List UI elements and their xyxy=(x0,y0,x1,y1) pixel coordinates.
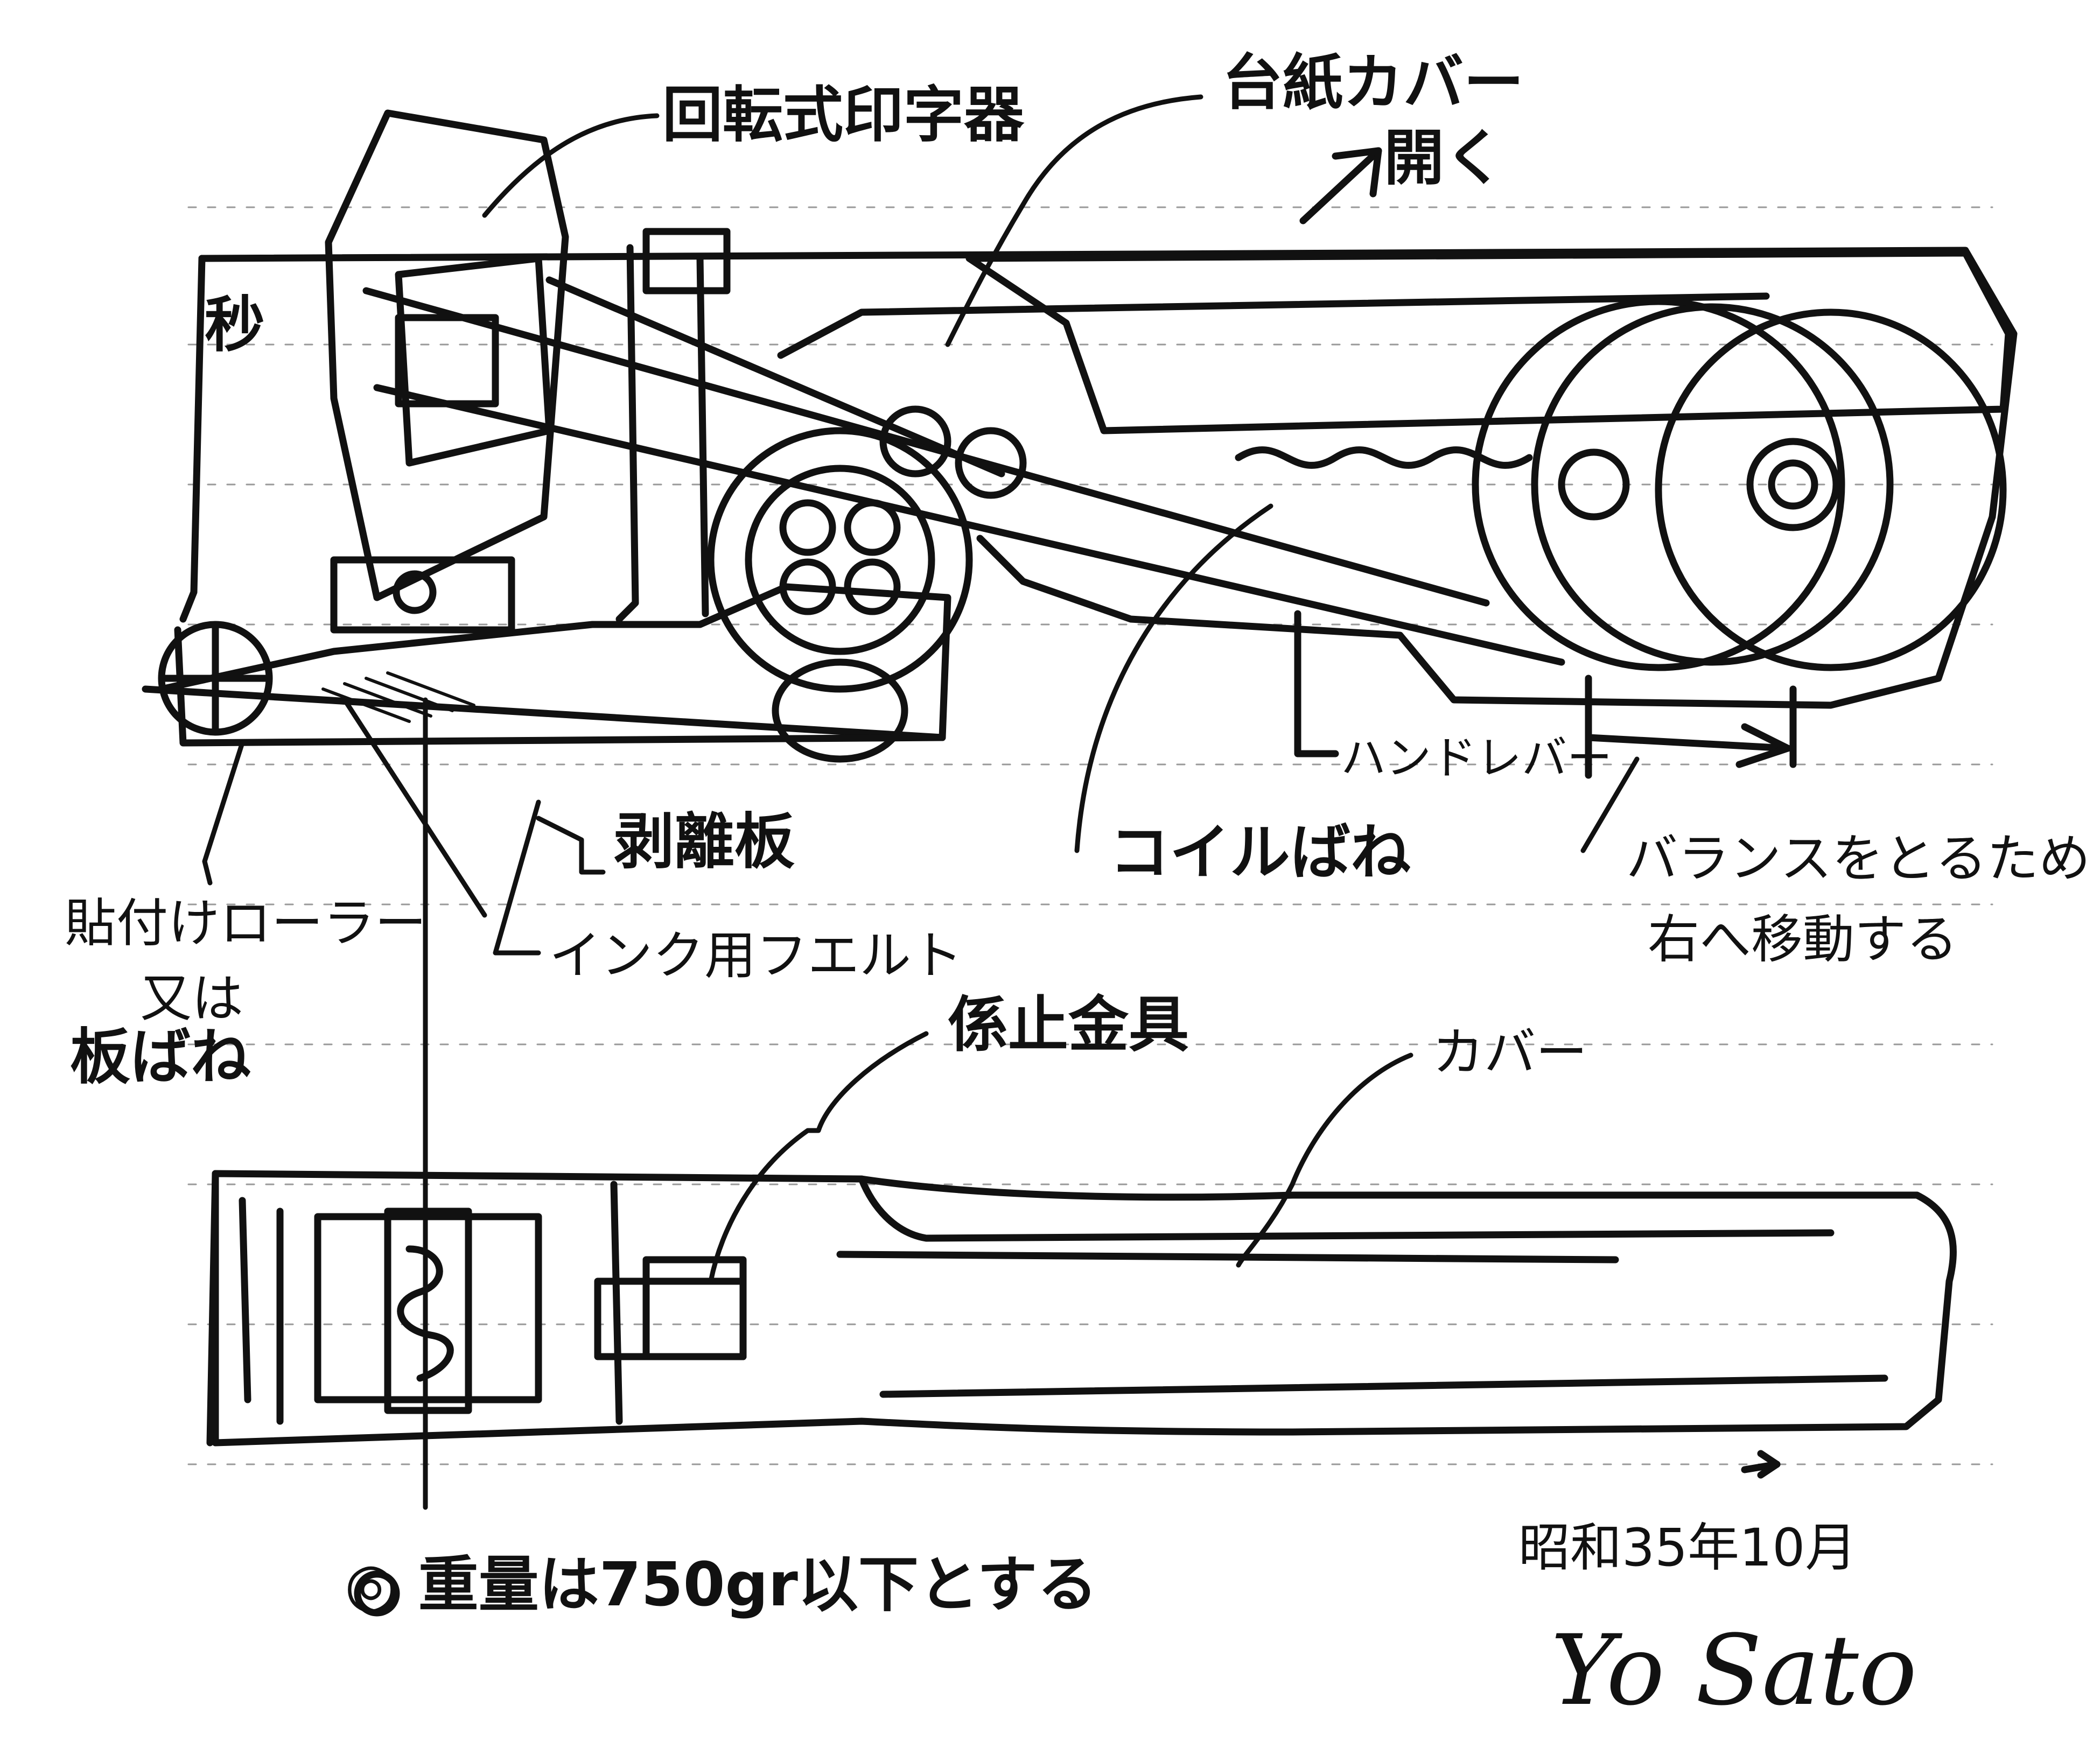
open-arrow xyxy=(1299,147,1382,224)
rotary-printer-head xyxy=(325,109,569,634)
backing-paper-roll xyxy=(1472,298,2007,671)
handle-lever-arrow xyxy=(1294,610,1797,779)
top-view-body xyxy=(206,1170,1957,1479)
handle-lever-label: ハンドレバー xyxy=(1341,732,1613,784)
date-label: 昭和35年10月 xyxy=(1518,1518,1857,1578)
ink-felt xyxy=(321,671,475,723)
open-label: 開く xyxy=(1384,123,1504,193)
apply-roller xyxy=(158,621,273,736)
ink-felt-label: インク用フエルト xyxy=(549,925,963,986)
rotary-printer-label: 回転式印字器 xyxy=(662,80,1024,150)
apply-roller-label-line1: 貼付けローラー xyxy=(65,893,426,953)
note-circle-mark xyxy=(354,1570,400,1617)
latch-fitting-label: 係止金具 xyxy=(948,990,1189,1060)
balance-label-line1: バランスをとるため xyxy=(1626,829,2091,889)
signature: Yo Sato xyxy=(1551,1614,1917,1727)
side-view-body xyxy=(142,228,2018,747)
apply-roller-label-line3: 板ばね xyxy=(70,1022,251,1092)
apply-roller-label-line2: 又は xyxy=(140,968,243,1029)
mark-label: 秒 xyxy=(205,290,265,360)
weight-note: ◎ 重量は750gr以下とする xyxy=(345,1550,1098,1620)
coil-spring-label: コイルばね xyxy=(1109,818,1411,888)
leader-lines-bottom xyxy=(708,1031,1413,1284)
backing-cover-label: 台紙カバー xyxy=(1222,48,1524,118)
cover-label: カバー xyxy=(1432,1022,1587,1083)
peel-plate-label: 剥離板 xyxy=(614,807,795,877)
balance-label-line2: 右へ移動する xyxy=(1648,909,1958,970)
label-drum xyxy=(707,405,1027,763)
